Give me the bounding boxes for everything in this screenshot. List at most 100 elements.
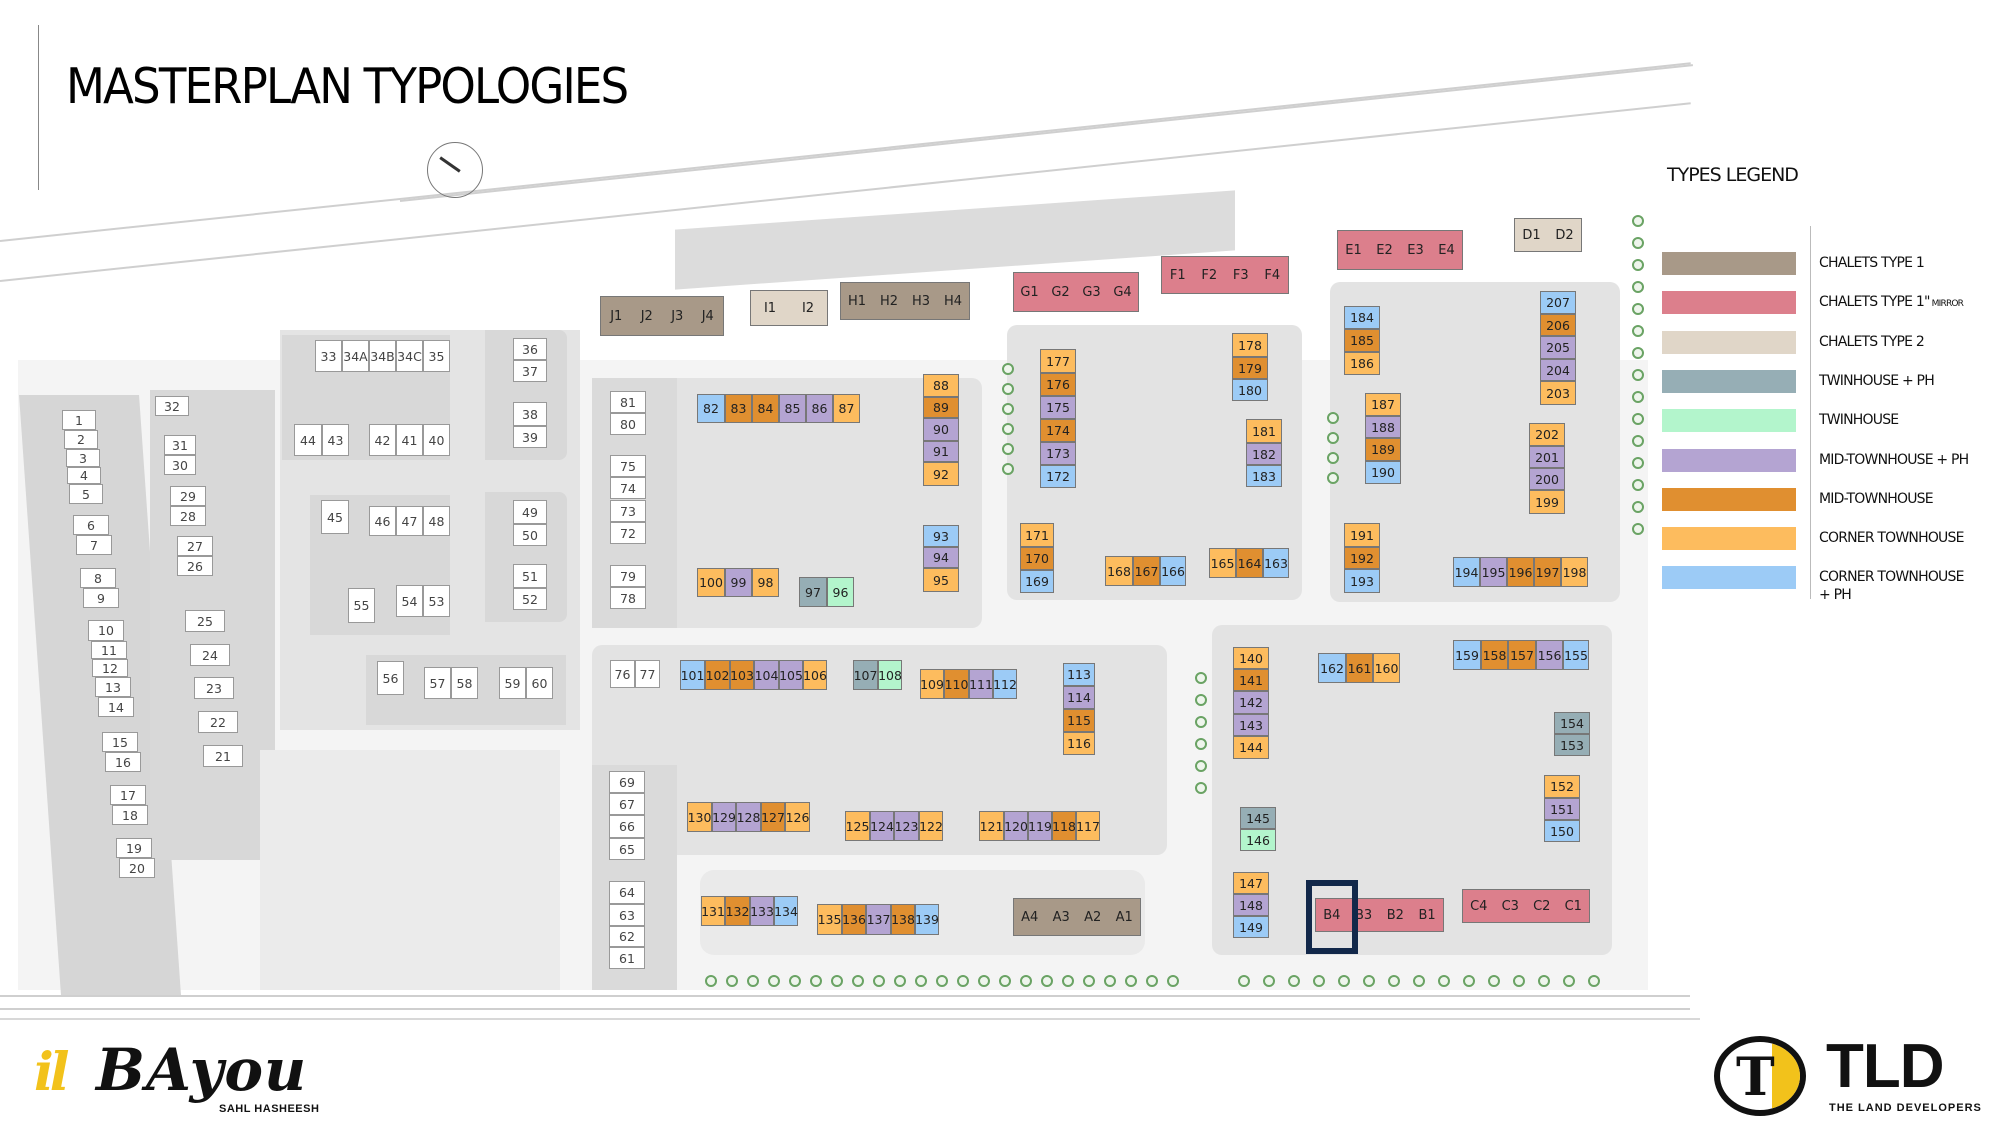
- unit-25[interactable]: 25: [185, 610, 225, 632]
- unit-145[interactable]: 145: [1240, 807, 1276, 829]
- unit-55[interactable]: 55: [348, 588, 375, 623]
- unit-83[interactable]: 83: [725, 394, 752, 423]
- unit-172[interactable]: 172: [1040, 465, 1076, 488]
- unit-40[interactable]: 40: [423, 424, 450, 456]
- unit-188[interactable]: 188: [1365, 416, 1401, 438]
- unit-100[interactable]: 100: [697, 568, 725, 597]
- unit-189[interactable]: 189: [1365, 438, 1401, 461]
- unit-141[interactable]: 141: [1233, 669, 1269, 691]
- unit-73[interactable]: 73: [610, 500, 646, 522]
- unit-127[interactable]: 127: [761, 802, 785, 832]
- unit-121[interactable]: 121: [979, 811, 1004, 841]
- unit-63[interactable]: 63: [609, 904, 645, 926]
- unit-37[interactable]: 37: [513, 360, 547, 382]
- unit-205[interactable]: 205: [1540, 336, 1576, 359]
- unit-132[interactable]: 132: [725, 896, 750, 926]
- unit-75[interactable]: 75: [610, 455, 646, 477]
- unit-6[interactable]: 6: [73, 515, 109, 535]
- unit-182[interactable]: 182: [1246, 443, 1282, 465]
- unit-147[interactable]: 147: [1233, 872, 1269, 894]
- unit-15[interactable]: 15: [102, 732, 138, 752]
- unit-2[interactable]: 2: [64, 430, 98, 449]
- unit-57[interactable]: 57: [424, 667, 451, 699]
- unit-76[interactable]: 76: [610, 660, 635, 688]
- unit-190[interactable]: 190: [1365, 461, 1401, 484]
- unit-162[interactable]: 162: [1318, 653, 1346, 683]
- unit-89[interactable]: 89: [923, 397, 959, 418]
- unit-155[interactable]: 155: [1563, 640, 1589, 670]
- unit-34C[interactable]: 34C: [396, 340, 423, 372]
- unit-64[interactable]: 64: [609, 881, 645, 904]
- unit-146[interactable]: 146: [1240, 829, 1276, 851]
- unit-78[interactable]: 78: [610, 587, 646, 609]
- unit-96[interactable]: 96: [827, 577, 854, 607]
- unit-24[interactable]: 24: [190, 644, 230, 666]
- unit-161[interactable]: 161: [1346, 653, 1373, 683]
- unit-150[interactable]: 150: [1544, 820, 1580, 842]
- unit-195[interactable]: 195: [1480, 557, 1507, 587]
- unit-152[interactable]: 152: [1544, 775, 1580, 798]
- unit-66[interactable]: 66: [609, 815, 645, 838]
- unit-138[interactable]: 138: [891, 904, 915, 935]
- unit-180[interactable]: 180: [1232, 379, 1268, 401]
- unit-193[interactable]: 193: [1344, 569, 1380, 593]
- unit-140[interactable]: 140: [1233, 647, 1269, 669]
- unit-185[interactable]: 185: [1344, 329, 1380, 352]
- unit-50[interactable]: 50: [513, 524, 547, 546]
- unit-197[interactable]: 197: [1534, 557, 1561, 587]
- unit-92[interactable]: 92: [923, 462, 959, 486]
- unit-117[interactable]: 117: [1076, 811, 1100, 841]
- unit-79[interactable]: 79: [610, 565, 646, 587]
- unit-13[interactable]: 13: [95, 677, 131, 697]
- unit-95[interactable]: 95: [923, 568, 959, 592]
- unit-175[interactable]: 175: [1040, 396, 1076, 419]
- unit-114[interactable]: 114: [1063, 686, 1095, 709]
- unit-143[interactable]: 143: [1233, 714, 1269, 736]
- unit-165[interactable]: 165: [1209, 548, 1236, 578]
- unit-94[interactable]: 94: [923, 547, 959, 568]
- unit-80[interactable]: 80: [610, 413, 646, 435]
- unit-27[interactable]: 27: [177, 536, 213, 556]
- unit-202[interactable]: 202: [1529, 423, 1565, 446]
- unit-125[interactable]: 125: [845, 811, 870, 841]
- unit-7[interactable]: 7: [76, 535, 112, 555]
- unit-183[interactable]: 183: [1246, 465, 1282, 487]
- unit-36[interactable]: 36: [513, 338, 547, 360]
- unit-187[interactable]: 187: [1365, 393, 1401, 416]
- unit-164[interactable]: 164: [1236, 548, 1263, 578]
- unit-45[interactable]: 45: [321, 500, 349, 534]
- unit-167[interactable]: 167: [1133, 556, 1160, 586]
- unit-170[interactable]: 170: [1020, 547, 1054, 570]
- unit-51[interactable]: 51: [513, 564, 547, 588]
- unit-201[interactable]: 201: [1529, 446, 1565, 468]
- unit-129[interactable]: 129: [712, 802, 736, 832]
- unit-176[interactable]: 176: [1040, 373, 1076, 396]
- unit-159[interactable]: 159: [1453, 640, 1481, 670]
- unit-206[interactable]: 206: [1540, 314, 1576, 336]
- unit-111[interactable]: 111: [969, 669, 993, 699]
- unit-171[interactable]: 171: [1020, 523, 1054, 547]
- unit-44[interactable]: 44: [294, 424, 322, 456]
- unit-34B[interactable]: 34B: [369, 340, 396, 372]
- unit-84[interactable]: 84: [752, 394, 779, 423]
- unit-179[interactable]: 179: [1232, 357, 1268, 379]
- unit-31[interactable]: 31: [164, 435, 196, 455]
- unit-198[interactable]: 198: [1561, 557, 1588, 587]
- unit-107[interactable]: 107: [853, 660, 878, 690]
- unit-124[interactable]: 124: [870, 811, 894, 841]
- unit-178[interactable]: 178: [1232, 333, 1268, 357]
- unit-5[interactable]: 5: [69, 484, 103, 504]
- unit-41[interactable]: 41: [396, 424, 423, 456]
- unit-10[interactable]: 10: [88, 620, 124, 641]
- unit-3[interactable]: 3: [66, 449, 100, 467]
- unit-102[interactable]: 102: [705, 660, 730, 690]
- unit-21[interactable]: 21: [203, 745, 243, 767]
- unit-34A[interactable]: 34A: [342, 340, 369, 372]
- unit-20[interactable]: 20: [119, 858, 155, 878]
- unit-60[interactable]: 60: [526, 667, 553, 699]
- unit-91[interactable]: 91: [923, 441, 959, 462]
- unit-103[interactable]: 103: [730, 660, 754, 690]
- unit-173[interactable]: 173: [1040, 442, 1076, 465]
- unit-46[interactable]: 46: [369, 506, 396, 536]
